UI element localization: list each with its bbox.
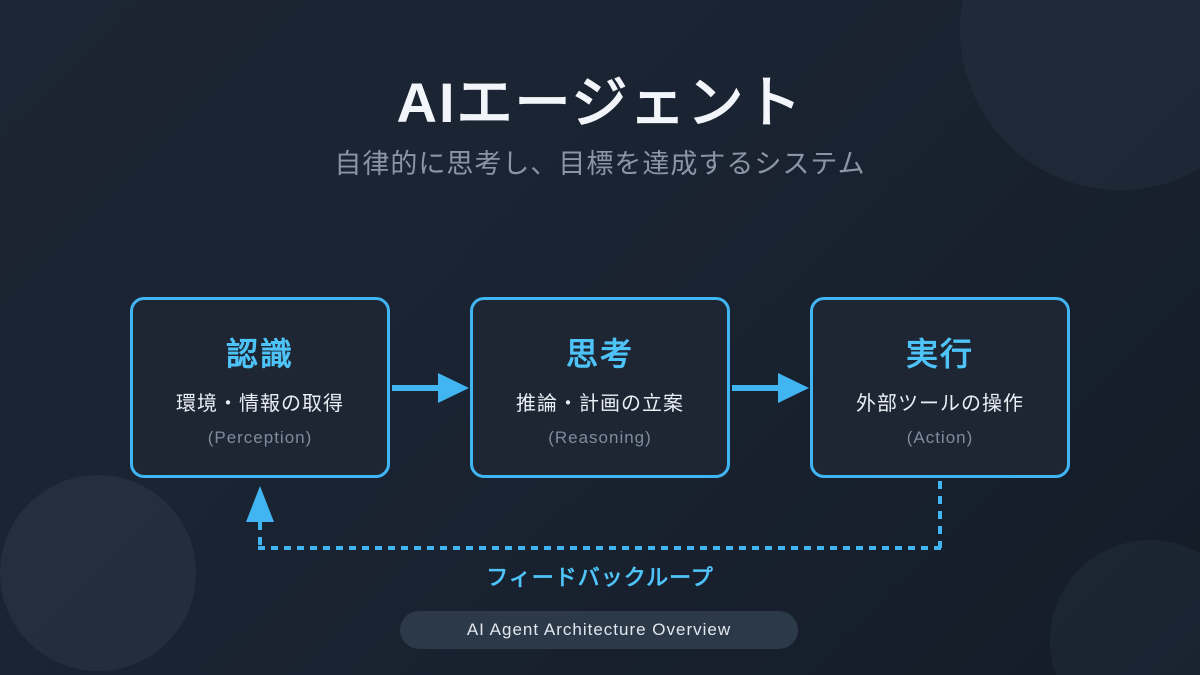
feedback-line-vertical-right — [938, 481, 942, 548]
stage-english-label-action: (Action) — [906, 428, 974, 447]
footer-badge: AI Agent Architecture Overview — [400, 611, 798, 649]
arrow-head — [778, 373, 809, 403]
feedback-loop-label: フィードバックループ — [486, 565, 714, 590]
stage-box-action: 実行 外部ツールの操作 (Action) — [810, 297, 1070, 478]
feedback-line-horizontal — [258, 546, 942, 550]
arrow-shaft — [392, 385, 438, 391]
flow-arrow-right-icon — [392, 373, 469, 403]
arrow-head — [438, 373, 469, 403]
stage-description-reasoning: 推論・計画の立案 — [516, 393, 684, 415]
feedback-line-vertical-left — [258, 522, 262, 546]
page-subtitle: 自律的に思考し、目標を達成するシステム — [334, 149, 866, 179]
arrow-up-icon — [246, 486, 274, 522]
stage-box-reasoning: 思考 推論・計画の立案 (Reasoning) — [470, 297, 730, 478]
stage-box-perception: 認識 環境・情報の取得 (Perception) — [130, 297, 390, 478]
decorative-circle-bottom-left — [0, 475, 196, 671]
stage-description-perception: 環境・情報の取得 — [176, 393, 344, 415]
arrow-shaft — [732, 385, 778, 391]
stage-heading-reasoning: 思考 — [565, 336, 634, 372]
stage-english-label-perception: (Perception) — [207, 428, 313, 447]
stage-english-label-reasoning: (Reasoning) — [548, 428, 652, 447]
page-title: AIエージェント — [396, 71, 804, 134]
stage-heading-action: 実行 — [905, 336, 974, 372]
stage-heading-perception: 認識 — [225, 336, 294, 372]
flow-arrow-right-icon — [732, 373, 809, 403]
stage-description-action: 外部ツールの操作 — [856, 393, 1024, 415]
